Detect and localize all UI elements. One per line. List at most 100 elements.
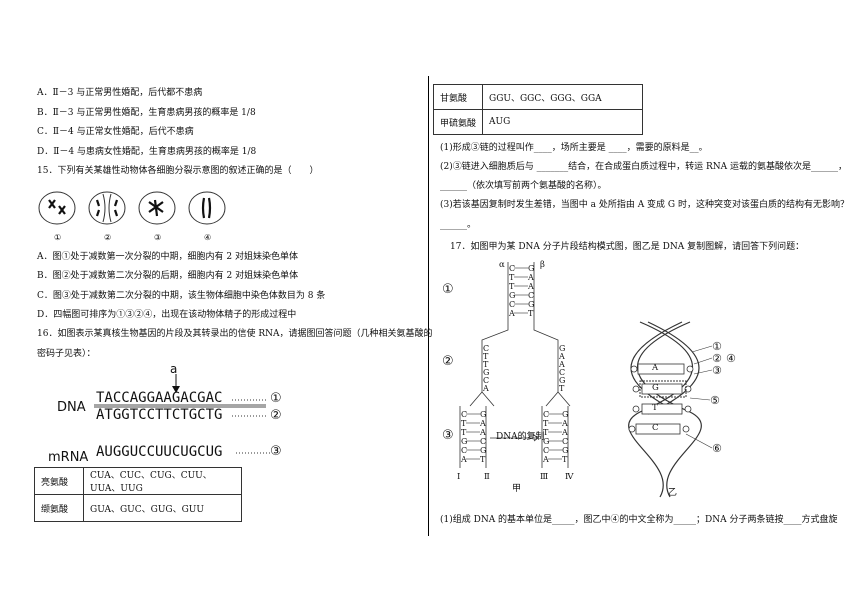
q14-option-a: A．Ⅱ－3 与正常男性婚配，后代都不患病 [37,88,203,98]
base-letter: T [509,282,515,291]
base-letter: G [562,410,569,419]
cell-division-figure: ① ② ③ ④ [38,191,226,242]
base-letter: G [480,410,487,419]
mrna-label: mRNA [48,450,89,465]
base-letter: T [509,273,515,282]
yi-mark-1: ① [712,340,722,353]
base-letter: T [543,428,549,437]
q16-sub1: (1)形成③链的过程叫作____，场所主要是 ____，需要的原料是__。 [440,143,708,153]
base-letter: G [483,368,490,377]
roman-2: Ⅱ [484,472,490,482]
yi-mark-4: ④ [726,352,736,365]
q16-sub3-line2: ______。 [440,220,477,230]
base-letter: C [562,437,569,446]
jia-mark-2: ② [442,354,454,369]
q14-option-c: C．Ⅱ－4 与正常女性婚配，后代不患病 [37,127,194,137]
base-letter: C [480,437,487,446]
cell-label-2: ② [104,233,111,242]
base-letter: A [559,360,565,369]
base-letter: C [543,446,550,455]
jia-mark-1: ① [442,282,454,297]
base-letter: C [483,376,490,385]
amino-acid-cell: 甲硫氨酸 [433,109,483,135]
double-helix-diagram [628,321,713,498]
figure-yi-caption: 乙 [668,488,678,498]
dna-label: DNA [57,400,86,415]
dna-double-line [94,404,266,408]
roman-1: Ⅰ [457,472,461,482]
strand-2-mark: ② [270,408,282,423]
yi-mark-5: ⑤ [710,394,720,407]
base-letter: T [559,384,565,393]
base-letter: G [559,344,566,353]
base-letter: C [483,344,490,353]
codon-cell: AUG [482,109,643,135]
base-letter: T [461,428,467,437]
yi-base-letter: A [652,363,659,373]
q15-option-c: C．图③处于减数第二次分裂的中期，该生物体细胞中染色体数目为 8 条 [37,291,326,301]
base-letter: G [509,291,516,300]
base-letter: A [483,384,489,393]
base-letter: G [559,376,566,385]
amino-acid-cell: 亮氨酸 [34,467,84,495]
base-letter: G [528,264,535,273]
codon-cell: GGU、GGC、GGG、GGA [482,84,643,110]
base-letter: A [480,428,486,437]
mrna-mark: ③ [270,444,282,459]
yi-mark-3: ③ [712,364,722,377]
base-letter: C [559,368,566,377]
base-letter: G [480,446,487,455]
yi-base-letter: T [652,403,658,413]
yi-base-letter: G [652,383,659,393]
column-divider [428,76,429,536]
base-letter: G [528,300,535,309]
q15-option-d: D．四幅图可排序为①③②④，出现在该动物体精子的形成过程中 [37,310,297,320]
roman-4: Ⅳ [565,472,574,482]
table-row: 甘氨酸 GGU、GGC、GGG、GGA [433,84,643,110]
base-letter: T [483,352,489,361]
q16-sub3-line1: (3)若该基因复制时发生差错，当图中 a 处所指由 A 变成 G 时，这种突变对… [440,200,849,210]
base-letter: G [461,437,468,446]
mutation-point-label: a [170,362,178,376]
base-letter: G [562,446,569,455]
base-letter: A [562,419,568,428]
cell-label-1: ① [54,233,61,242]
replication-label: DNA的复制 [496,432,545,442]
q16-sub2-line1: (2)③链进入细胞质后与 _______结合，在合成蛋白质过程中，转运 RNA … [440,162,847,172]
cell-label-4: ④ [204,233,211,242]
base-letter: T [461,419,467,428]
table-row: 甲硫氨酸 AUG [433,109,643,135]
table-row: 亮氨酸 CUA、CUC、CUG、CUU、UUA、UUG [34,467,242,495]
base-letter: T [480,455,486,464]
q17-sub1: (1)组成 DNA 的基本单位是_____，图乙中④的中文全称为_____；DN… [440,515,838,525]
base-letter: C [543,410,550,419]
base-letter: A [509,309,515,318]
yi-mark-6: ⑥ [712,442,722,455]
mrna-strand: AUGGUCCUUCUGCUG [96,444,223,460]
q17-stem: 17．如图甲为某 DNA 分子片段结构模式图，图乙是 DNA 复制图解，请回答下… [450,242,805,252]
base-letter: A [480,419,486,428]
q15-stem: 15．下列有关某雄性动物体各细胞分裂示意图的叙述正确的是（ ） [37,166,319,176]
q16-stem-line1: 16．如图表示某真核生物基因的片段及其转录出的信使 RNA，请据图回答问题（几种… [37,329,433,339]
mrna-leader-dots [236,452,270,454]
alpha-strand-label: α [499,260,505,270]
strand-leader-dots [232,399,266,417]
codon-cell: CUA、CUC、CUG、CUU、UUA、UUG [83,467,242,495]
table-row: 缬氨酸 GUA、GUC、GUG、GUU [34,494,242,522]
q14-option-d: D．Ⅱ－4 与患病女性婚配，生育患病男孩的概率是 1/8 [37,147,257,157]
base-letter: A [562,428,568,437]
cell-label-3: ③ [154,233,161,242]
base-letter: C [461,410,468,419]
base-letter: T [483,360,489,369]
base-letter: A [528,282,534,291]
yi-base-letter: C [652,423,659,433]
codon-table-right: 甘氨酸 GGU、GGC、GGG、GGA 甲硫氨酸 AUG [433,84,643,135]
base-letter: A [528,273,534,282]
q15-option-b: B．图②处于减数第二次分裂的后期，细胞内有 2 对姐妹染色单体 [37,271,299,281]
jia-mark-3: ③ [442,428,454,443]
strand-1-mark: ① [270,391,282,406]
dna-strand-1: TACCAGGAAGACGAC [96,390,223,406]
base-letter: T [543,419,549,428]
base-letter: C [509,300,516,309]
